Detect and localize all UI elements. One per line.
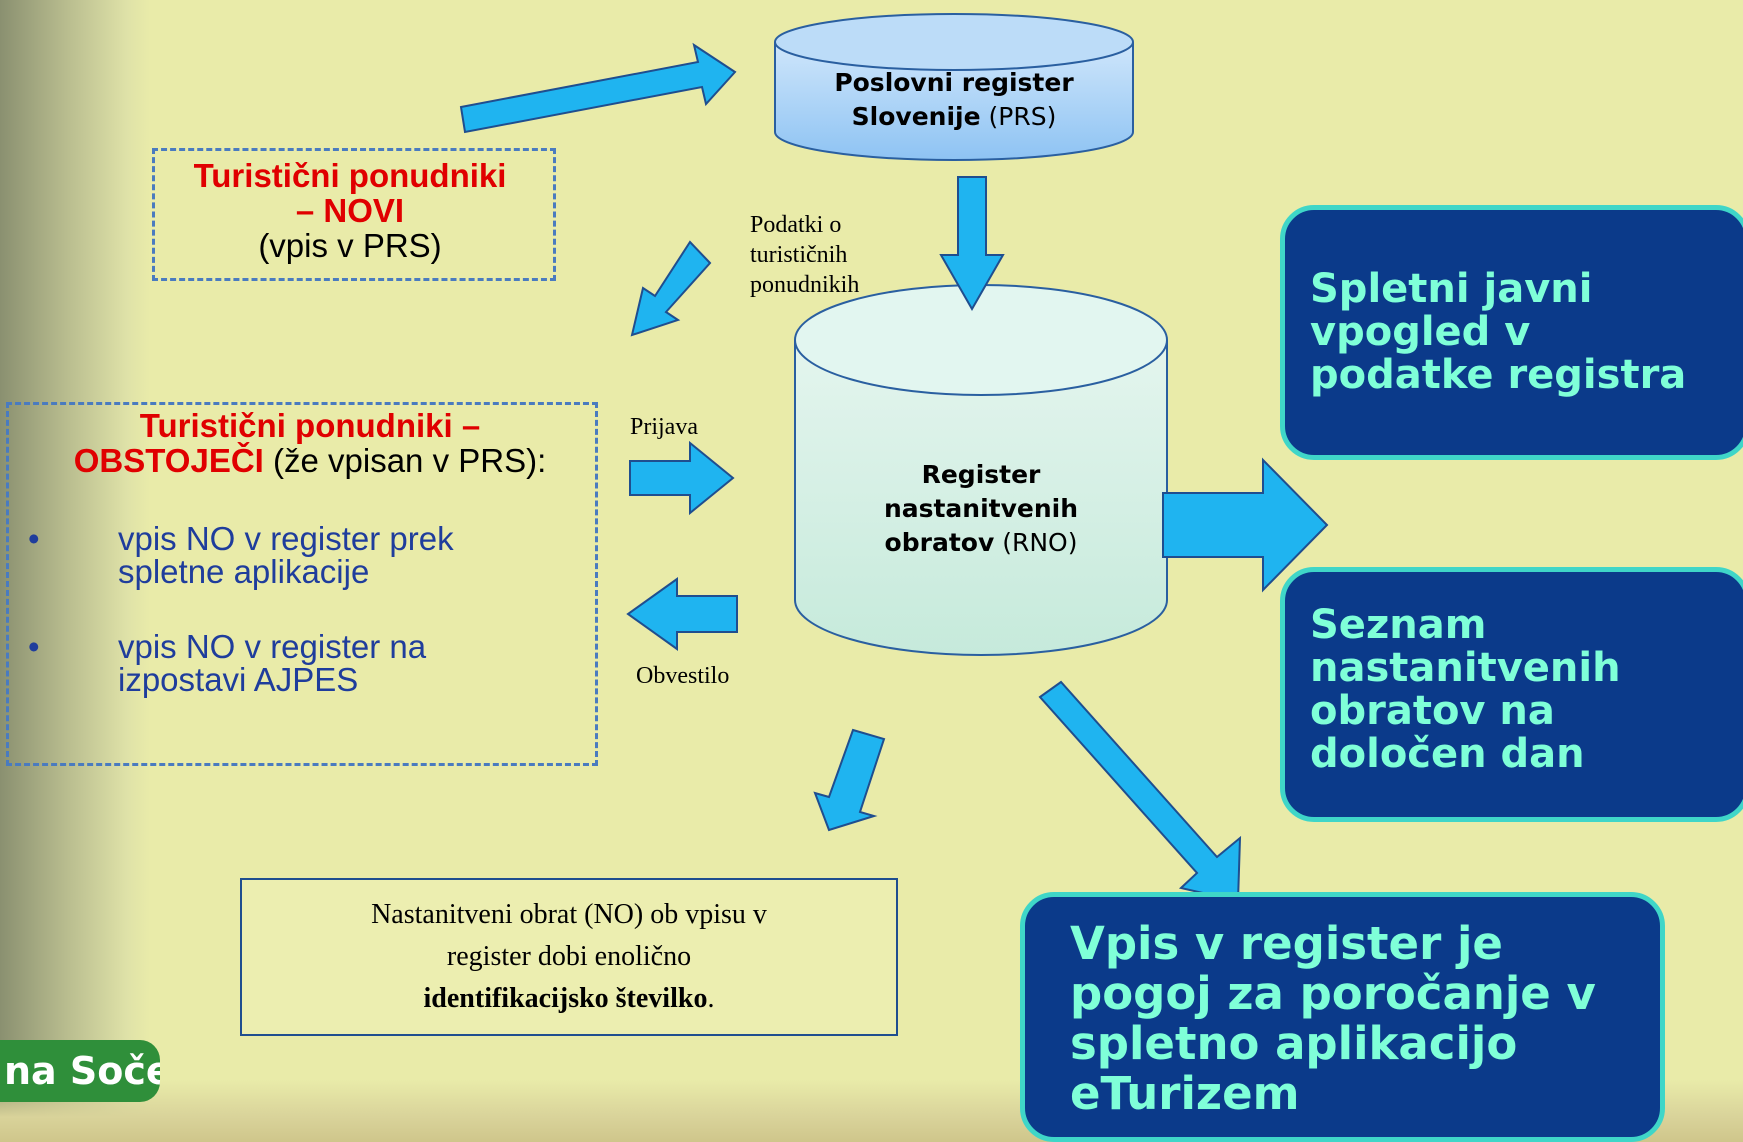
note-line1: Nastanitveni obrat (NO) ob vpisu v (371, 899, 767, 930)
card-spletni-vpogled: Spletni javni vpogled v podatke registra (1280, 205, 1743, 460)
bullet-1-line1: vpis NO v register prek (118, 520, 454, 557)
prijava-label: Prijava (630, 414, 698, 440)
bullet-dot: • (28, 520, 40, 557)
rno-line3: obratov (884, 528, 995, 557)
card-eturizem: Vpis v register je pogoj za poročanje v … (1020, 892, 1665, 1142)
card-spletni-line2: vpogled v (1310, 309, 1531, 355)
rno-line2: nastanitvenih (883, 494, 1079, 523)
arrow-rno-to-cards (1162, 457, 1329, 593)
novi-title-2: – NOVI (295, 192, 405, 229)
card-seznam-line1: Seznam (1310, 602, 1487, 648)
note-line3-end: . (707, 983, 715, 1014)
novi-text: Turistični ponudniki – NOVI (vpis v PRS) (160, 158, 540, 263)
card-spletni-line1: Spletni javni (1310, 266, 1593, 312)
prs-title-2: Slovenije (851, 102, 981, 131)
prs-label: Poslovni register Slovenije (PRS) (775, 66, 1133, 134)
rno-database-cylinder (794, 284, 1168, 656)
podatki-line1: Podatki o (750, 212, 842, 238)
obstojeci-title-rest: (že vpisan v PRS): (263, 442, 547, 479)
river-rock-decoration (0, 0, 150, 1142)
arrow-novi-to-prs (459, 42, 737, 134)
novi-title-1: Turistični ponudniki (193, 157, 507, 194)
obstojeci-box (6, 402, 598, 766)
note-line3-bold: identifikacijsko številko (423, 983, 708, 1014)
prs-database-cylinder (774, 13, 1134, 161)
note-box: Nastanitveni obrat (NO) ob vpisu v regis… (240, 878, 898, 1036)
rno-line1: Register (921, 460, 1041, 489)
card-seznam-line2: nastanitvenih (1310, 645, 1621, 691)
bullet-1-line2: spletne aplikacije (118, 553, 370, 590)
arrow-info-down-left (630, 240, 712, 337)
card-eturizem-line3: spletno aplikacijo (1070, 1017, 1518, 1070)
prs-title-1: Poslovni register (834, 68, 1074, 97)
arrow-prijava (629, 440, 735, 516)
arrow-obvestilo (626, 577, 738, 651)
bullet-2-line2: izpostavi AJPES (118, 661, 359, 698)
card-seznam-line3: obratov na (1310, 688, 1555, 734)
rno-label: Register nastanitvenih obratov (RNO) (795, 458, 1167, 560)
prs-abbr: (PRS) (980, 102, 1057, 131)
obstojeci-title-1: Turistični ponudniki – (139, 407, 481, 444)
card-seznam: Seznam nastanitvenih obratov na določen … (1280, 567, 1743, 822)
rno-abbr: (RNO) (994, 528, 1078, 557)
arrow-rno-to-eturizem (1038, 680, 1242, 903)
bullet-dot: • (28, 628, 40, 665)
bullet-2-line1: vpis NO v register na (118, 628, 427, 665)
obvestilo-label: Obvestilo (636, 663, 730, 689)
card-spletni-line3: podatke registra (1310, 352, 1687, 398)
obstojeci-title-2: OBSTOJEČI (73, 442, 264, 479)
obstojeci-heading: Turistični ponudniki – OBSTOJEČI (že vpi… (20, 408, 600, 478)
card-eturizem-line2: pogoj za poročanje v (1070, 967, 1596, 1020)
podatki-label: Podatki o turističnih ponudnikih (750, 210, 859, 300)
card-eturizem-line4: eTurizem (1070, 1067, 1300, 1120)
novi-subtitle: (vpis v PRS) (258, 227, 442, 264)
arrow-prs-to-rno (939, 176, 1005, 312)
podatki-line3: ponudnikih (750, 272, 860, 298)
note-line2: register dobi enolično (446, 941, 692, 972)
novi-box (152, 148, 556, 281)
podatki-line2: turističnih (750, 242, 848, 268)
soca-logo: na Soče (0, 1040, 160, 1102)
card-seznam-line4: določen dan (1310, 731, 1585, 777)
card-eturizem-line1: Vpis v register je (1070, 917, 1503, 970)
arrow-rno-to-note (813, 728, 886, 832)
